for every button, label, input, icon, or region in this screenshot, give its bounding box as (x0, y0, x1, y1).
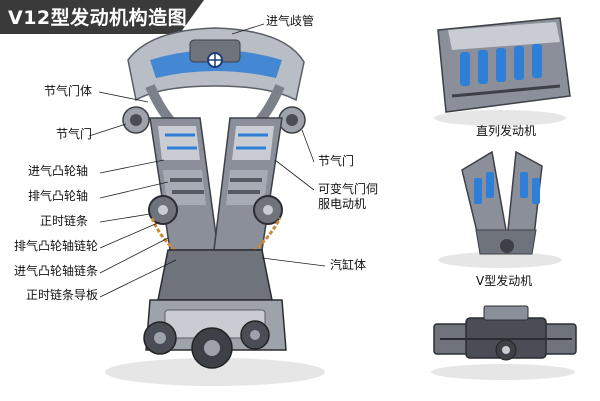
v-engine-illustration (438, 150, 562, 268)
label-timing-chain-guide: 正时链条导板 (26, 288, 99, 302)
label-cylinder-block: 汽缸体 (330, 258, 367, 272)
throttle-body-left-shape (122, 106, 150, 134)
caption-v-engine: V型发动机 (476, 274, 533, 288)
label-exhaust-camshaft: 排气凸轮轴 (28, 189, 89, 203)
inline-engine-illustration (434, 17, 571, 126)
label-throttle-right: 节气门 (318, 154, 355, 168)
timing-sprocket-left (148, 195, 178, 225)
title-banner (0, 0, 204, 34)
page-title: V12型发动机构造图 (8, 7, 188, 29)
label-vvt-servo-line1: 可变气门伺 (318, 182, 379, 196)
accessory-pulleys (143, 320, 270, 369)
label-intake-cam-chain: 进气凸轮轴链条 (14, 264, 99, 278)
label-throttle-body: 节气门体 (44, 84, 93, 98)
label-throttle-left: 节气门 (56, 127, 93, 141)
caption-inline-engine: 直列发动机 (476, 124, 537, 138)
label-vvt-servo-line2: 服电动机 (318, 197, 367, 211)
label-intake-manifold: 进气歧管 (266, 14, 315, 28)
label-timing-chain: 正时链条 (40, 214, 89, 228)
leader-lines (88, 23, 326, 298)
crankshaft-engine-illustration (431, 305, 577, 380)
label-exhaust-cam-sprocket: 排气凸轮轴链轮 (14, 239, 99, 253)
intake-manifold-shape (127, 27, 305, 130)
v12-engine-illustration (105, 27, 325, 386)
throttle-body-right-shape (278, 106, 306, 134)
engine-shadow (105, 358, 325, 386)
label-intake-camshaft: 进气凸轮轴 (28, 164, 89, 178)
right-cylinder-bank-shape (213, 117, 283, 251)
timing-sprocket-right (253, 195, 283, 225)
